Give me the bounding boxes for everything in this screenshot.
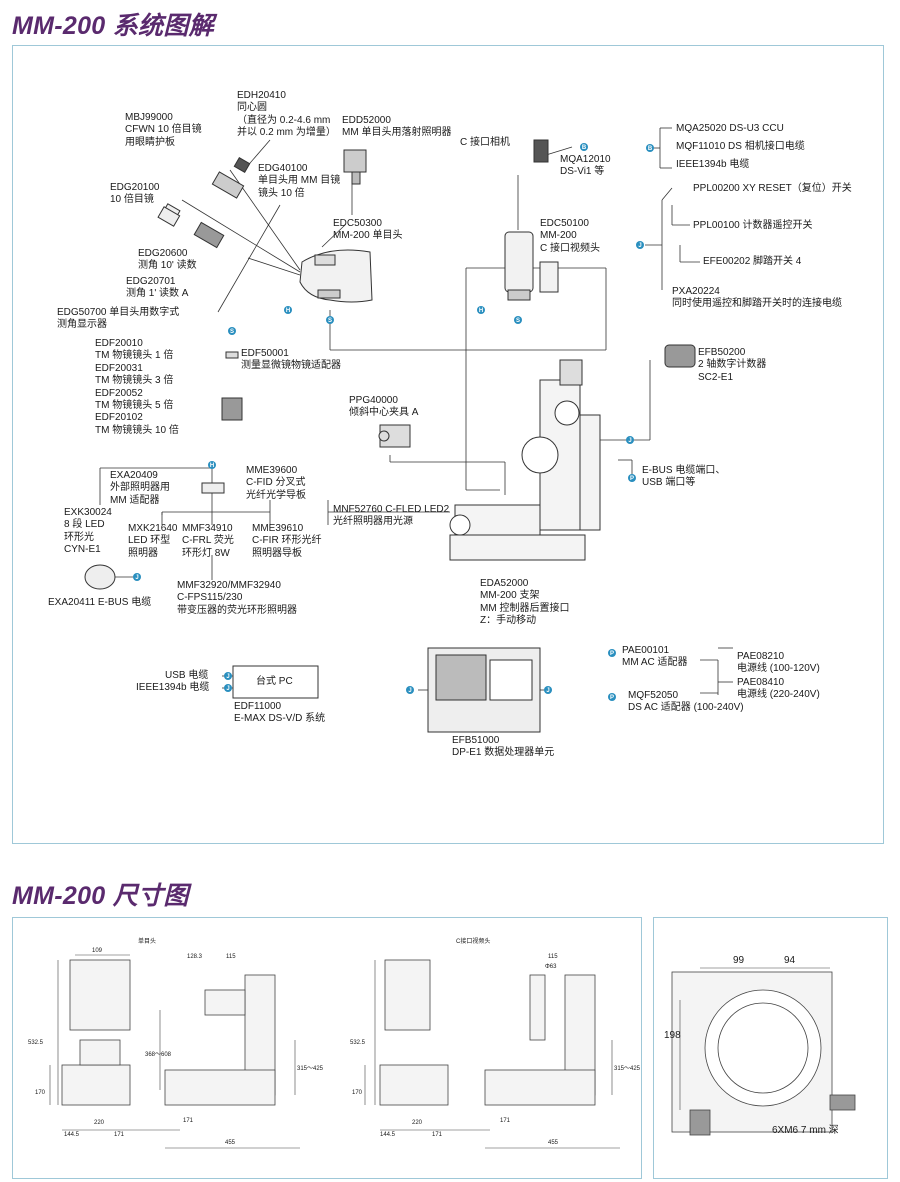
label-ppl00200: PPL00200 XY RESET（复位）开关: [693, 183, 852, 194]
label-ebus-port: E-BUS 电缆端口、 USB 端口等: [642, 465, 726, 489]
label-efb50200: EFB50200 2 轴数字计数器 SC2-E1: [698, 347, 767, 383]
label-mqa12010: MQA12010 DS-Vi1 等: [560, 154, 611, 178]
connector-letter: P: [630, 476, 634, 482]
connector-letter: J: [638, 243, 641, 249]
label-mqa25020: MQA25020 DS-U3 CCU: [676, 123, 784, 134]
dimension-diagram-title: MM-200 尺寸图: [12, 882, 189, 910]
label-pae08210: PAE08210 电源线 (100-120V): [737, 651, 820, 675]
dim-532-5b: 532.5: [350, 1040, 366, 1046]
connector-letter: H: [210, 463, 214, 469]
label-edd52000: EDD52000 MM 单目头用落射照明器: [342, 115, 452, 139]
label-pae08410: PAE08410 电源线 (220-240V): [737, 677, 820, 701]
dim-455: 455: [225, 1140, 236, 1146]
connector-letter: J: [408, 688, 411, 694]
dim-view1-title: 单目头: [138, 939, 157, 945]
connector-letter: H: [286, 308, 290, 314]
label-exk30024: EXK30024 8 段 LED 环形光 CYN-E1: [64, 507, 112, 556]
label-ppl00100: PPL00100 计数器遥控开关: [693, 220, 813, 231]
label-edh20410: EDH20410 同心圆 （直径为 0.2-4.6 mm 并以 0.2 mm 为…: [237, 90, 336, 139]
label-mmf34910: MMF34910 C-FRL 荧光 环形灯 8W: [182, 523, 234, 559]
dim-368-608: 368～608: [145, 1052, 172, 1058]
label-pae00101: PAE00101 MM AC 适配器: [622, 645, 688, 669]
dim-screw-note: 6XM6 7 mm 深: [772, 1125, 839, 1136]
dim-315-425b: 315～425: [614, 1066, 641, 1072]
connector-letter: S: [230, 329, 234, 335]
label-cmount-camera: C 接口相机: [460, 137, 510, 148]
dim-phi63: Φ63: [545, 964, 557, 970]
connector-letter: S: [328, 318, 332, 324]
label-edf50001: EDF50001 测量显微镜物镜适配器: [241, 348, 341, 372]
label-ppg40000: PPG40000 倾斜中心夹具 A: [349, 395, 419, 419]
connector-letter: J: [135, 575, 138, 581]
connector-letter: B: [648, 146, 653, 152]
label-edg40100: EDG40100 单目头用 MM 目镜 镜头 10 倍: [258, 163, 341, 199]
label-mqf52050: MQF52050 DS AC 适配器 (100-240V): [628, 690, 744, 714]
label-edg20100: EDG20100 10 倍目镜: [110, 182, 160, 206]
dim-171b: 171: [432, 1132, 443, 1138]
stand-sketch: [449, 359, 601, 561]
monocular-head-sketch: [299, 149, 373, 303]
connector-letter: J: [546, 688, 549, 694]
dim-171: 171: [114, 1132, 125, 1138]
dim-170: 170: [35, 1090, 46, 1096]
label-edc50100: EDC50100 MM-200 C 接口视频头: [540, 218, 600, 254]
label-edg20701: EDG20701 测角 1' 读数 A: [126, 276, 189, 300]
dim-115: 115: [226, 954, 236, 960]
label-mbj99000: MBJ99000 CFWN 10 倍目镜 用眼睛护板: [125, 112, 202, 148]
connector-letter: J: [628, 438, 631, 444]
label-desktop-pc: 台式 PC: [256, 676, 293, 687]
dim-109: 109: [92, 948, 103, 954]
dim-view2-title: C接口视频头: [456, 939, 491, 945]
label-edg20600: EDG20600 测角 10' 读数: [138, 248, 197, 272]
label-mqf11010: MQF11010 DS 相机接口电缆: [676, 141, 805, 152]
label-mme39600: MME39600 C-FID 分叉式 光纤光学导板: [246, 465, 306, 501]
label-exa20409: EXA20409 外部照明器用 MM 适配器: [110, 470, 170, 506]
dim-128-3: 128.3: [187, 954, 203, 960]
label-mme39610: MME39610 C-FIR 环形光纤 照明器导板: [252, 523, 322, 559]
dim-170b: 170: [352, 1090, 363, 1096]
connector-letter: P: [610, 651, 614, 657]
dim-532-5: 532.5: [28, 1040, 44, 1046]
label-edc50300: EDC50300 MM-200 单目头: [333, 218, 403, 242]
label-mnf52760: MNF52760 C-FLED LED2 光纤照明器用光源: [333, 504, 450, 528]
connector-letter: J: [226, 674, 229, 680]
label-edf-lenses: EDF20010 TM 物镜镜头 1 倍 EDF20031 TM 物镜镜头 3 …: [95, 338, 179, 436]
dim-171d: 171: [500, 1118, 511, 1124]
label-mmf32920: MMF32920/MMF32940 C-FPS115/230 带变压器的荧光环形…: [177, 580, 297, 616]
label-exa20411: EXA20411 E-BUS 电缆: [48, 597, 152, 608]
label-usb-cable: USB 电缆: [165, 670, 209, 681]
label-eda52000: EDA52000 MM-200 支架 MM 控制器后置接口 Z：手动移动: [480, 578, 570, 627]
dp-e1-sketch: [427, 647, 541, 733]
connector-letter: J: [226, 686, 229, 692]
dim-198: 198: [664, 1030, 681, 1041]
connector-letter: B: [582, 145, 587, 151]
video-head-sketch: [504, 139, 559, 301]
dim-171c: 171: [183, 1118, 194, 1124]
dim-115b: 115: [548, 954, 558, 960]
dim-99: 99: [733, 955, 745, 966]
label-ieee-cable: IEEE1394b 电缆: [676, 159, 750, 170]
desktop-pc-box: [232, 665, 319, 699]
connector-letter: H: [479, 308, 483, 314]
label-efe00202: EFE00202 脚踏开关 4: [703, 256, 802, 267]
dim-220b: 220: [412, 1120, 423, 1126]
system-diagram-title: MM-200 系统图解: [12, 12, 214, 40]
dim-220: 220: [94, 1120, 105, 1126]
dim-315-425: 315～425: [297, 1066, 324, 1072]
dim-144-5: 144.5: [64, 1132, 80, 1138]
dim-455b: 455: [548, 1140, 559, 1146]
connector-letter: P: [610, 695, 614, 701]
label-edf11000: EDF11000 E-MAX DS-V/D 系统: [234, 701, 326, 725]
connector-letter: S: [516, 318, 520, 324]
dim-94: 94: [784, 955, 796, 966]
label-ieee-cable-2: IEEE1394b 电缆: [136, 682, 210, 693]
label-pxa20224: PXA20224 同时使用遥控和脚踏开关时的连接电缆: [672, 286, 842, 310]
label-edg50700: EDG50700 单目头用数字式 测角显示器: [57, 307, 180, 331]
label-efb51000: EFB51000 DP-E1 数据处理器单元: [452, 735, 555, 759]
label-mxk21640: MXK21640 LED 环型 照明器: [128, 523, 178, 559]
dim-144-5b: 144.5: [380, 1132, 396, 1138]
